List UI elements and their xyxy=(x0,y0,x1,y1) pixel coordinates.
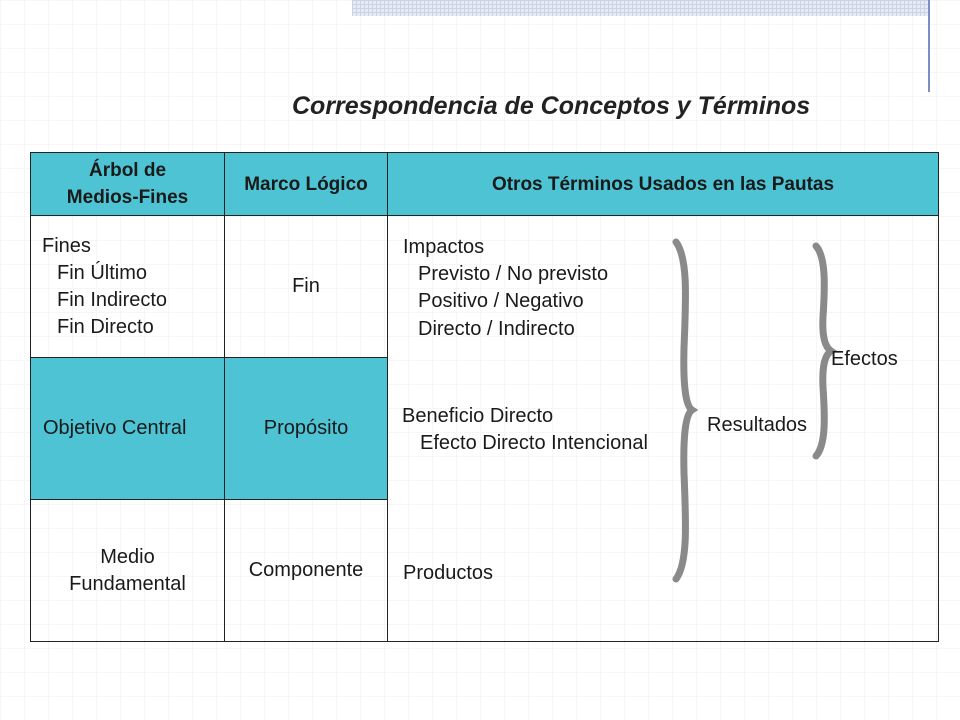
correspondence-table: Árbol de Medios-Fines Marco Lógico Otros… xyxy=(30,152,939,642)
resultados-brace-icon xyxy=(672,238,698,583)
fines-heading: Fines xyxy=(42,234,91,257)
table-row-fin: Fines Fin Último Fin Indirecto Fin Direc… xyxy=(30,215,939,642)
medio-line1: Medio xyxy=(100,545,155,568)
header-arbol: Árbol de Medios-Fines xyxy=(30,152,225,216)
resultados-label: Resultados xyxy=(707,414,808,436)
cell-componente: Componente xyxy=(224,499,388,642)
beneficio-item: Efecto Directo Intencional xyxy=(420,432,648,454)
objetivo-central-text: Objetivo Central xyxy=(43,417,187,439)
top-decorative-band xyxy=(352,0,930,16)
impactos-item: Positivo / Negativo xyxy=(418,290,584,312)
header-arbol-line2: Medios-Fines xyxy=(66,187,189,208)
header-marco: Marco Lógico xyxy=(224,152,388,216)
beneficio-heading: Beneficio Directo xyxy=(402,405,554,427)
header-row: Árbol de Medios-Fines Marco Lógico Otros… xyxy=(30,152,939,216)
productos-label: Productos xyxy=(403,562,494,584)
medio-line2: Fundamental xyxy=(69,572,186,595)
impactos-item: Previsto / No previsto xyxy=(418,263,609,285)
table-row-componente: Medio Fundamental Componente xyxy=(30,499,939,642)
efectos-label: Efectos xyxy=(831,348,898,370)
table-row-proposito: Objetivo Central Propósito xyxy=(30,357,939,500)
impactos-item: Directo / Indirecto xyxy=(418,318,575,340)
header-arbol-line1: Árbol de xyxy=(88,160,167,181)
cell-fines: Fines Fin Último Fin Indirecto Fin Direc… xyxy=(30,215,225,358)
cell-otros-terminos: Impactos Previsto / No previsto Positivo… xyxy=(387,215,939,642)
impactos-heading: Impactos xyxy=(403,236,485,258)
fines-item: Fin Directo xyxy=(57,315,154,338)
header-otros: Otros Términos Usados en las Pautas xyxy=(387,152,939,216)
decorative-vertical-line xyxy=(928,0,930,92)
fines-item: Fin Último xyxy=(57,261,148,284)
cell-medio-fundamental: Medio Fundamental xyxy=(30,499,225,642)
cell-proposito: Propósito xyxy=(224,357,388,500)
efectos-brace-icon xyxy=(812,242,838,460)
fines-item: Fin Indirecto xyxy=(57,288,168,311)
cell-fin: Fin xyxy=(224,215,388,358)
slide-title: Correspondencia de Conceptos y Términos xyxy=(292,92,811,120)
cell-objetivo-central: Objetivo Central xyxy=(30,357,225,500)
